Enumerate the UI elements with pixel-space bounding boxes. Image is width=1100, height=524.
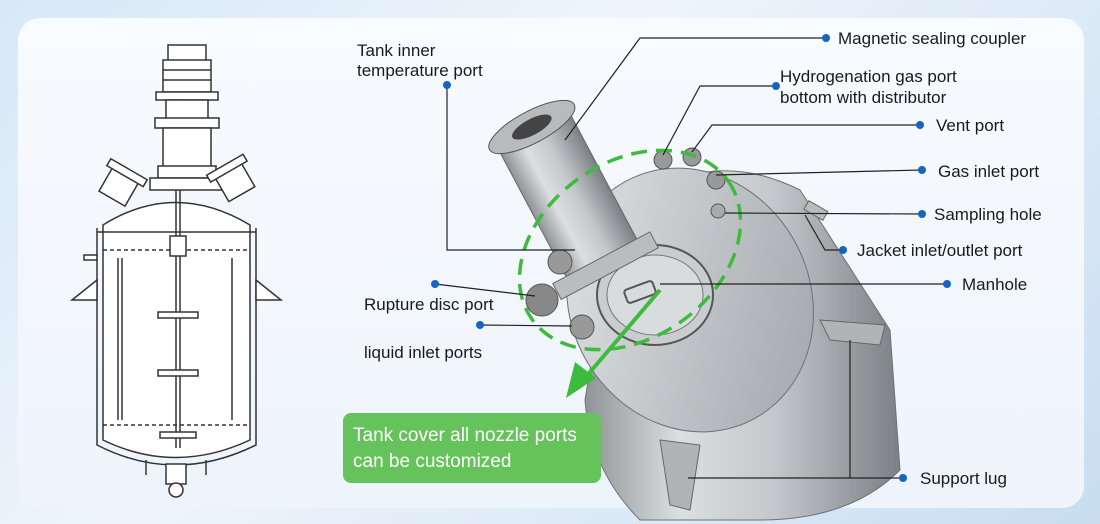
label-sampling-hole: Sampling hole [934, 205, 1042, 224]
label-liquid-inlet-ports: liquid inlet ports [364, 343, 483, 362]
leader-lines [434, 37, 947, 479]
label-magnetic-sealing-coupler: Magnetic sealing coupler [838, 29, 1027, 48]
label-manhole: Manhole [962, 275, 1028, 294]
callout-line-1: Tank cover all nozzle ports [353, 425, 577, 446]
callout-line-2: can be customized [353, 451, 512, 472]
label-support-lug: Support lug [920, 469, 1007, 488]
label-rupture-disc-port: Rupture disc port [364, 295, 494, 314]
label-hydrogenation-gas-port-line2: bottom with distributor [780, 88, 947, 107]
label-jacket-inlet-outlet-port: Jacket inlet/outlet port [857, 241, 1023, 260]
label-gas-inlet-port: Gas inlet port [938, 162, 1040, 181]
customization-callout: Tank cover all nozzle ports can be custo… [343, 413, 601, 483]
label-tank-inner-temperature-port-line2: temperature port [357, 61, 483, 80]
label-vent-port: Vent port [936, 116, 1005, 135]
callout-text: Tank cover all nozzle ports can be custo… [353, 423, 577, 475]
label-hydrogenation-gas-port-line1: Hydrogenation gas port [780, 67, 957, 86]
label-tank-inner-temperature-port-line1: Tank inner [357, 41, 436, 60]
technical-drawing [69, 44, 284, 498]
label-dots [431, 34, 951, 482]
reactor-render [488, 99, 901, 521]
